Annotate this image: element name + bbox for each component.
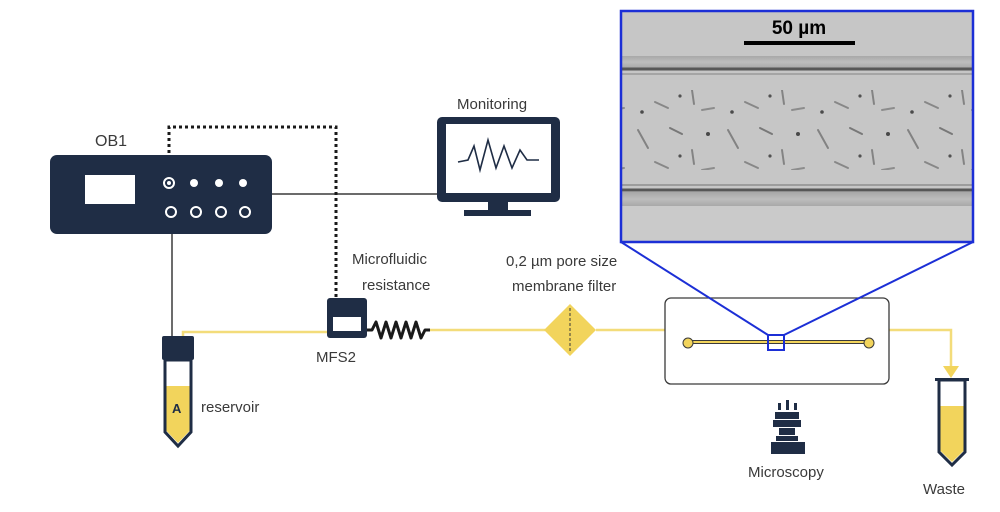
waste-label: Waste: [923, 481, 965, 498]
resistance-coil-icon: [367, 320, 430, 340]
microscope-icon: [771, 400, 805, 454]
filter-label-line1: 0,2 µm pore size: [506, 253, 617, 270]
filter-label-line2: membrane filter: [512, 278, 616, 295]
waste-tube-icon: [935, 378, 969, 468]
filter-icon: [544, 304, 596, 356]
mfs2-label: MFS2: [316, 349, 356, 366]
chip-icon: [664, 297, 890, 385]
resistance-label-line2: resistance: [362, 277, 430, 294]
ob1-controller-icon: [50, 155, 272, 234]
feedback-dotted-line: [167, 125, 338, 298]
resistance-label-line1: Microfluidic: [352, 251, 428, 268]
flow-sensor-icon: [327, 298, 367, 338]
scale-bar-label: 50 µm: [772, 18, 826, 39]
monitor-icon: [437, 117, 560, 216]
zoom-line-left: [620, 241, 769, 336]
zoom-line-right: [783, 241, 974, 336]
microscopy-label: Microscopy: [748, 464, 824, 481]
reservoir-label: reservoir: [201, 399, 259, 416]
reservoir-tube-icon: [162, 336, 194, 449]
ob1-label: OB1: [95, 133, 127, 150]
reservoir-letter: A: [172, 401, 182, 416]
monitoring-label: Monitoring: [457, 96, 527, 113]
waste-arrowhead: [943, 366, 959, 378]
microscope-image: [619, 9, 975, 244]
